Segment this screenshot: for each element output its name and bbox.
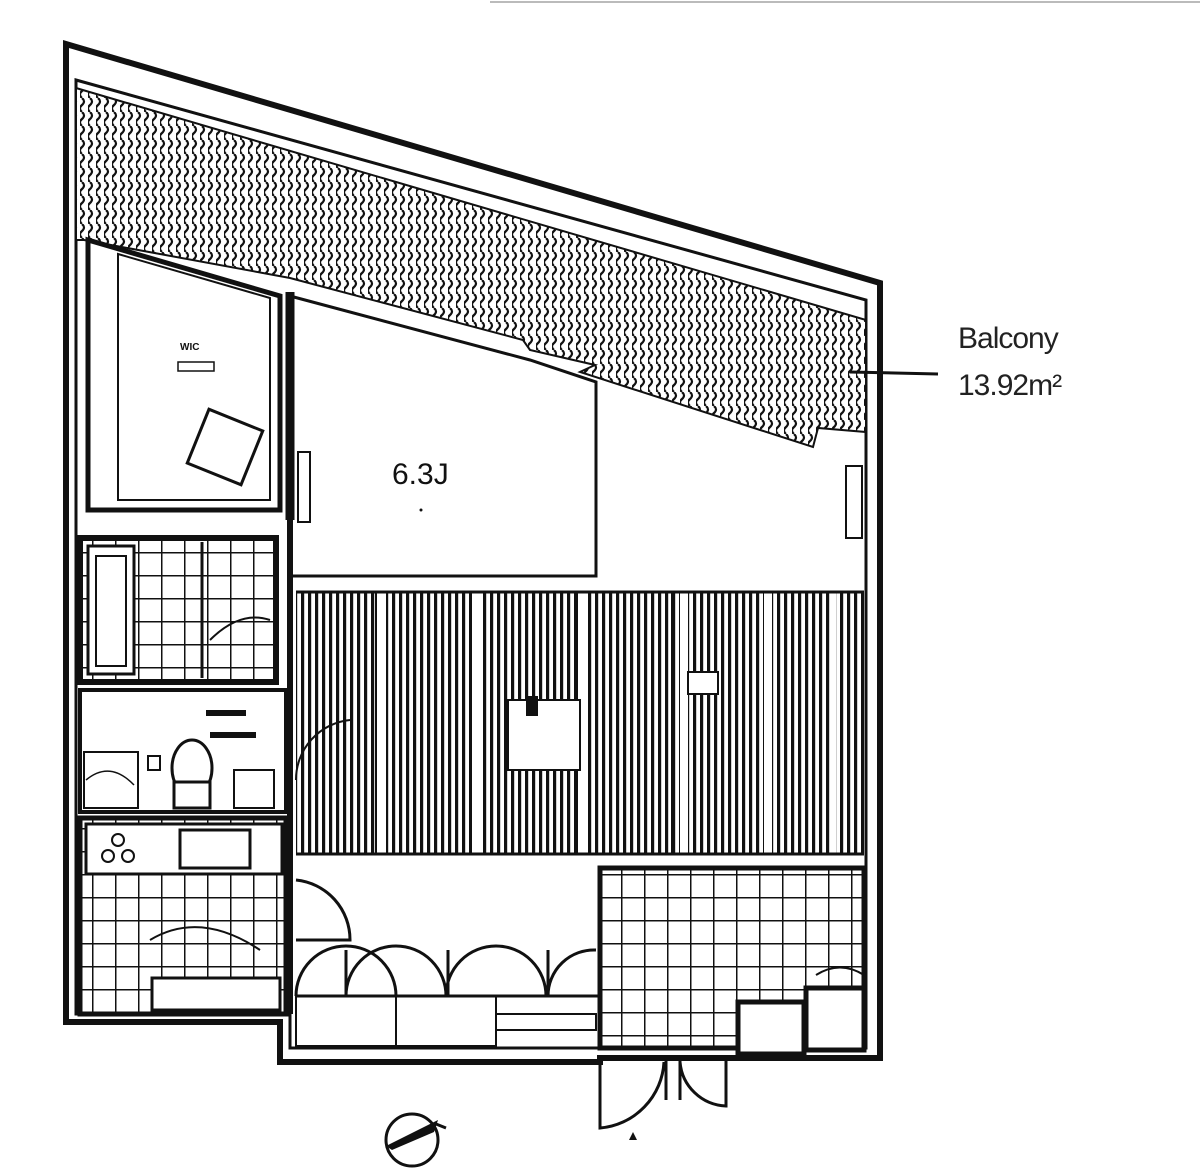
- balcony-area: [75, 86, 867, 449]
- bathroom: [77, 535, 279, 685]
- entrance-hall: [597, 865, 867, 1057]
- north-arrow-icon: [384, 1112, 447, 1168]
- entrance-doors: [598, 1056, 728, 1130]
- wic-label: WIC: [180, 342, 199, 353]
- kitchen: [77, 815, 289, 1017]
- entrance-arrow-icon: [629, 1132, 637, 1140]
- living-room: [294, 590, 864, 856]
- room-area-label: 6.3J: [392, 458, 449, 491]
- balcony-leader-line: [849, 370, 939, 376]
- balcony-label: Balcony: [958, 322, 1059, 355]
- closet-right: [845, 465, 863, 539]
- balcony-area-label: 13.92m²: [958, 369, 1062, 402]
- hallway: [294, 878, 600, 1047]
- walk-in-closet: WIC: [85, 236, 283, 513]
- western-room: 6.3J: [285, 292, 598, 578]
- powder-room: [78, 688, 288, 814]
